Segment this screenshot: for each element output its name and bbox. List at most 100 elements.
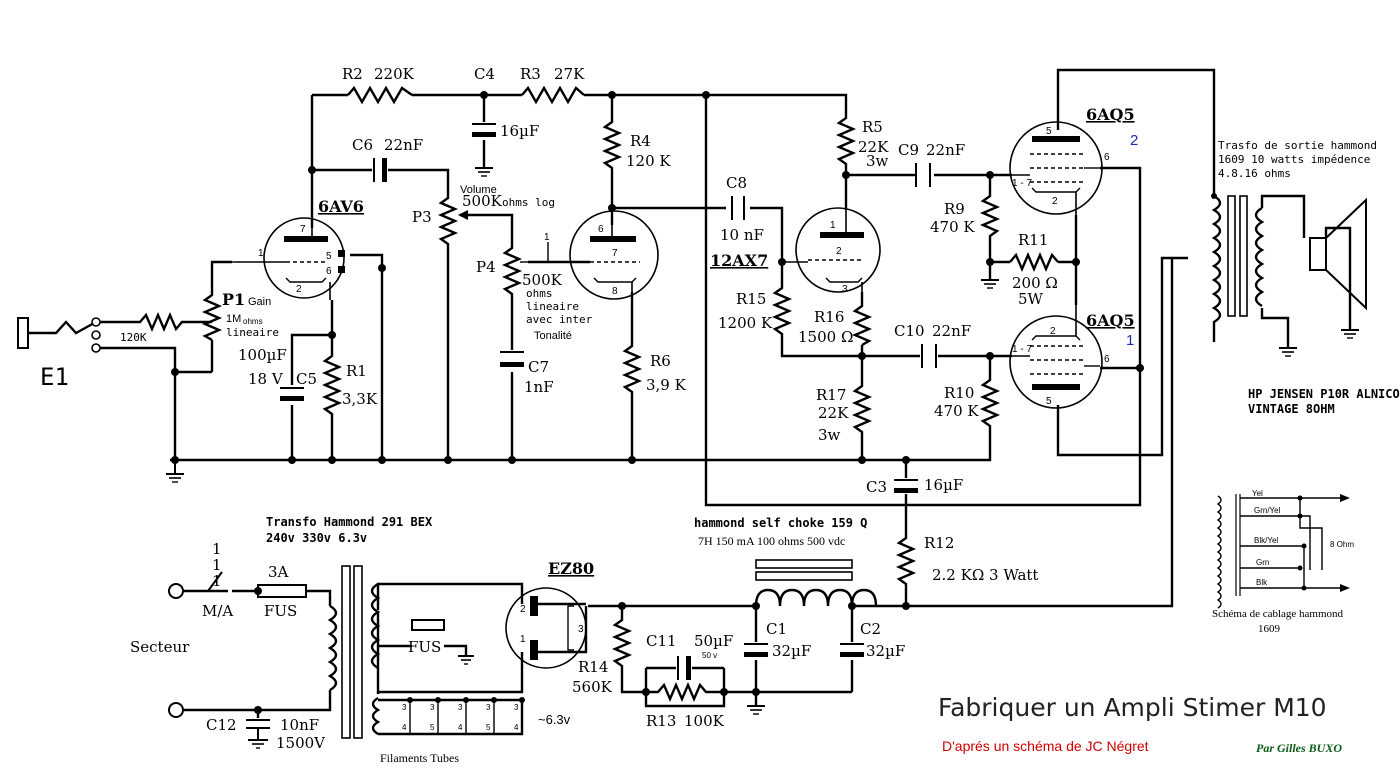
c9-name: C9 — [898, 141, 919, 159]
r2-name: R2 — [342, 65, 363, 83]
filament-strip — [378, 697, 525, 736]
p4-pot — [501, 240, 523, 300]
pin-label: 5 — [1046, 396, 1052, 407]
c3 — [894, 479, 918, 493]
pin-label: 1 — [258, 248, 264, 259]
page-title: Fabriquer un Ampli Stimer M10 — [938, 693, 1327, 722]
pin-label: 2 — [520, 604, 526, 615]
r6-name: R6 — [650, 352, 671, 370]
p4-name: P4 — [476, 258, 496, 276]
switch-label: M/A — [202, 602, 233, 620]
r5-name: R5 — [862, 118, 883, 136]
mains-terminal — [168, 583, 184, 599]
c9 — [915, 163, 931, 187]
c9-value: 22nF — [926, 141, 965, 159]
c4-name: C4 — [474, 65, 495, 83]
c10 — [921, 344, 937, 368]
pin-label: 6 — [1104, 152, 1110, 163]
r11-power: 5W — [1018, 290, 1044, 308]
wiring-caption: 1609 — [1258, 623, 1281, 635]
p3-taper: ohms log — [502, 196, 555, 209]
p4-taper: avec inter — [526, 313, 593, 326]
r16 — [851, 300, 873, 347]
pin-label: 2 — [1052, 196, 1058, 207]
r10-name: R10 — [944, 384, 974, 402]
r13-name: R13 — [646, 712, 676, 730]
channel-1-label: 1 — [1126, 332, 1134, 349]
c5-name: C5 — [296, 370, 317, 388]
c1-value: 32µF — [772, 642, 811, 660]
p4-taper: ohms — [526, 287, 553, 300]
r12-value: 2.2 KΩ 3 Watt — [932, 566, 1038, 584]
p1-labels: P1 Gain 1M ohms lineaire — [222, 290, 279, 339]
c12-name: C12 — [206, 716, 237, 734]
pin-label: 3 — [430, 703, 435, 712]
pin-label: 4 — [402, 723, 407, 732]
r15-name: R15 — [736, 290, 766, 308]
c1 — [744, 643, 768, 657]
power-transformer — [327, 565, 381, 739]
p3-pot — [437, 185, 459, 255]
pin-label: 1 - 7 — [1012, 344, 1032, 355]
r9-name: R9 — [944, 200, 965, 218]
speaker-desc: VINTAGE 8OHM — [1248, 402, 1335, 416]
r17-name: R17 — [816, 386, 846, 404]
tube-6aq5-bottom-name: 6AQ5 — [1086, 311, 1135, 330]
r17-value: 22K — [818, 404, 849, 422]
output-trafo-desc: 1609 10 watts impédence — [1218, 153, 1370, 166]
input-label: E1 — [40, 363, 69, 391]
r3-value: 27K — [554, 65, 585, 83]
input-jack — [17, 317, 101, 353]
pin-label: 3 — [486, 703, 491, 712]
c4-value: 16µF — [500, 122, 539, 140]
switch-icon — [207, 571, 223, 592]
pin-label: 6 — [1104, 354, 1110, 365]
channel-2-label: 2 — [1130, 132, 1138, 149]
c11-name: C11 — [646, 632, 677, 650]
r14-value: 560K — [572, 678, 613, 696]
output-trafo-desc: Trasfo de sortie hammond — [1218, 139, 1377, 152]
pin-label: 5 — [430, 723, 435, 732]
r17 — [851, 378, 873, 438]
p3-value: 500K — [462, 192, 503, 210]
svg-text:P1: P1 — [222, 290, 245, 309]
mains-terminal — [168, 702, 184, 718]
pin-label: 3 — [514, 703, 519, 712]
c8-name: C8 — [726, 174, 747, 192]
pin-label: 1 — [544, 232, 550, 243]
r5-power: 3w — [866, 152, 889, 170]
pin-label: 1 — [212, 572, 222, 590]
r9 — [979, 190, 1001, 240]
p3-fn: Volume — [460, 184, 497, 196]
tube-6av6-name: 6AV6 — [318, 197, 364, 216]
r11 — [1009, 251, 1059, 273]
choke-desc: 7H 150 mA 100 ohms 500 vdc — [698, 534, 845, 548]
author-credit: Par Gilles BUXO — [1256, 741, 1342, 755]
r11-name: R11 — [1018, 231, 1048, 249]
p4-taper: lineaire — [526, 300, 579, 313]
r13 — [646, 681, 724, 703]
r2 — [347, 85, 413, 105]
pin-label: 4 — [514, 723, 519, 732]
r5 — [835, 108, 857, 168]
pin-label: 6 — [326, 266, 332, 277]
c11-value: 50µF — [694, 632, 733, 650]
r14-name: R14 — [578, 658, 608, 676]
pin-label: 1 — [830, 220, 836, 231]
svg-text:lineaire: lineaire — [226, 326, 279, 339]
output-trafo-desc: 4.8.16 ohms — [1218, 167, 1291, 180]
svg-text:Gain: Gain — [248, 296, 271, 308]
r10-value: 470 K — [934, 402, 979, 420]
pin-label: 5 — [1046, 126, 1052, 137]
p3-wiper — [458, 210, 468, 220]
r16-value: 1500 Ω — [798, 328, 853, 346]
c12-voltage: 1500V — [276, 734, 326, 752]
c6 — [373, 158, 387, 182]
r1-name: R1 — [346, 362, 367, 380]
r6-value: 3,9 K — [646, 376, 687, 394]
r17-power: 3w — [818, 426, 841, 444]
subtitle-credit: D'aprés un schéma de JC Négret — [942, 738, 1149, 754]
tube-ez80-name: EZ80 — [548, 559, 594, 578]
tube-12ax7-name: 12AX7 — [710, 251, 768, 270]
pin-label: 8 — [612, 286, 618, 297]
